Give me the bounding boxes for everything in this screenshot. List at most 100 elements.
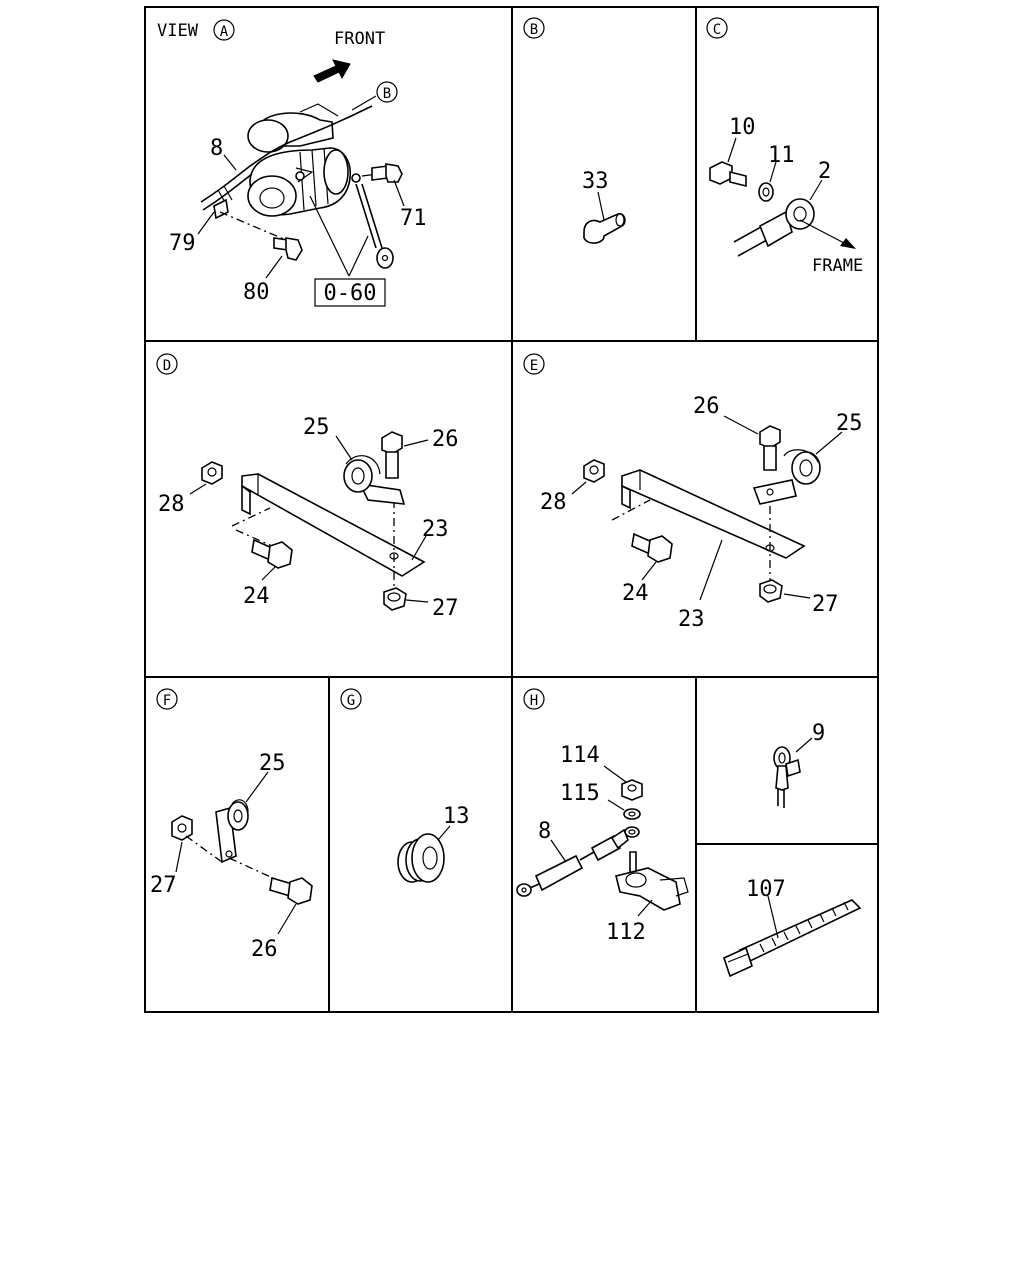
nut-114 xyxy=(621,779,643,801)
panel-g-circle-label: G xyxy=(340,688,362,710)
callout-10: 10 xyxy=(729,115,756,140)
svg-text:D: D xyxy=(163,358,171,374)
callout-24-e: 24 xyxy=(622,581,649,606)
ref-circle-b: B xyxy=(376,81,398,103)
clamp-25-f xyxy=(215,799,249,864)
nut-27 xyxy=(383,587,407,611)
callout-112: 112 xyxy=(606,920,646,945)
battery-cable-8 xyxy=(200,105,373,203)
callout-26-f: 26 xyxy=(251,937,278,962)
svg-text:H: H xyxy=(530,693,538,709)
leader-0-60 xyxy=(309,195,369,277)
nut-28-e xyxy=(583,459,605,483)
frame-direction-label: FRAME xyxy=(812,256,863,276)
leader-71 xyxy=(393,179,405,207)
grid-frame xyxy=(144,6,879,1013)
leader-b-ref xyxy=(351,95,377,111)
callout-33: 33 xyxy=(582,169,609,194)
panel-f-circle-label: F xyxy=(156,688,178,710)
washer-115 xyxy=(623,808,641,838)
nut-27-e xyxy=(759,579,783,603)
bolt-26-f xyxy=(269,876,313,905)
panel-b: B 33 xyxy=(523,17,626,244)
svg-text:B: B xyxy=(383,86,391,102)
callout-25-e: 25 xyxy=(836,411,863,436)
callout-28-e: 28 xyxy=(540,490,567,515)
callout-26: 26 xyxy=(432,427,459,452)
callout-115: 115 xyxy=(560,781,600,806)
bracket-23-e xyxy=(621,469,806,559)
callout-2: 2 xyxy=(818,159,831,184)
panel-d-circle-label: D xyxy=(156,353,178,375)
panel-f: F 25 27 26 xyxy=(150,688,313,962)
callout-27-e: 27 xyxy=(812,592,839,617)
leader-33 xyxy=(597,191,605,221)
bolt-80 xyxy=(273,237,303,261)
bolt-24-e xyxy=(631,532,673,563)
nut-28 xyxy=(201,461,223,485)
panel-e-circle-label: E xyxy=(523,353,545,375)
leader-11 xyxy=(769,161,777,183)
front-direction-label: FRONT xyxy=(334,29,385,49)
cable-tie-107 xyxy=(723,899,862,978)
callout-23-e: 23 xyxy=(678,607,705,632)
callout-79: 79 xyxy=(169,231,196,256)
clip-79 xyxy=(213,198,287,241)
front-arrow-icon xyxy=(313,59,351,83)
callout-24: 24 xyxy=(243,584,270,609)
battery-terminal-112 xyxy=(615,851,689,911)
callout-26-e: 26 xyxy=(693,394,720,419)
callout-25-f: 25 xyxy=(259,751,286,776)
panel-h-circle-label: H xyxy=(523,688,545,710)
panel-e: E xyxy=(523,353,863,632)
callout-13: 13 xyxy=(443,804,470,829)
svg-text:G: G xyxy=(347,693,355,709)
view-a-circle-label: A xyxy=(213,19,235,41)
callout-28: 28 xyxy=(158,492,185,517)
svg-text:F: F xyxy=(163,693,171,709)
bolt-24 xyxy=(251,538,293,569)
svg-text:0-60: 0-60 xyxy=(324,281,377,306)
leader-2 xyxy=(809,179,823,201)
svg-text:B: B xyxy=(530,22,538,38)
cable-8-h xyxy=(516,828,629,897)
panel-d: D xyxy=(156,353,459,621)
callout-107: 107 xyxy=(746,877,786,902)
callout-8: 8 xyxy=(210,136,223,161)
panel-part-9: 9 xyxy=(773,721,825,808)
callout-71: 71 xyxy=(400,206,427,231)
panel-c: C 10 11 2 FRAME xyxy=(706,17,863,276)
view-a-title: VIEW xyxy=(157,21,199,41)
panel-g: G 13 xyxy=(340,688,470,883)
panel-view-a: VIEW A FRONT xyxy=(157,19,427,307)
panel-part-107: 107 xyxy=(723,877,862,978)
starter-motor-illustration xyxy=(247,103,352,217)
callout-9: 9 xyxy=(812,721,825,746)
leader-80 xyxy=(265,255,283,279)
panel-b-circle-label: B xyxy=(523,17,545,39)
bolt-71 xyxy=(371,163,403,183)
callout-23: 23 xyxy=(422,517,449,542)
svg-text:C: C xyxy=(713,22,721,38)
ref-box-0-60: 0-60 xyxy=(314,278,386,307)
callout-80: 80 xyxy=(243,280,270,305)
ground-strap xyxy=(351,173,394,269)
terminal-cap-33 xyxy=(583,212,626,244)
terminal-9 xyxy=(773,746,801,808)
clamp-25-e xyxy=(752,449,821,505)
bolt-10 xyxy=(709,161,747,188)
leader-10 xyxy=(727,137,737,163)
panel-c-circle-label: C xyxy=(706,17,728,39)
leader-79 xyxy=(197,211,215,235)
nut-27-f xyxy=(171,815,193,841)
svg-text:A: A xyxy=(220,24,229,40)
frame-arrow-icon xyxy=(799,219,856,249)
callout-27-f: 27 xyxy=(150,873,177,898)
leader-8 xyxy=(223,154,237,171)
panel-h: H 114 11 xyxy=(516,688,689,945)
callout-114: 114 xyxy=(560,743,600,768)
grommet-13 xyxy=(397,833,445,883)
callout-8-h: 8 xyxy=(538,819,551,844)
bolt-26 xyxy=(381,431,403,479)
